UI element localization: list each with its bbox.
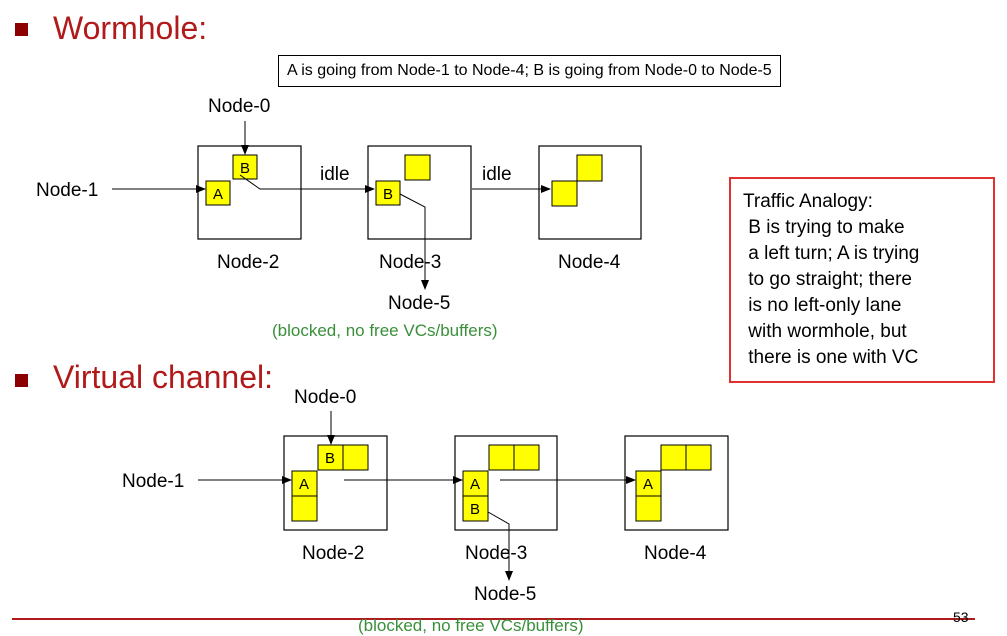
analogy-line-4: to go straight; there: [743, 269, 912, 290]
vc-node5-label: Node-5: [474, 584, 536, 605]
vc-flit-a-node4-label: A: [643, 476, 653, 493]
vc-node1-label: Node-1: [122, 471, 184, 492]
vc-node4-buffer-b2: [685, 444, 712, 471]
wh-node1-label: Node-1: [36, 180, 98, 201]
vc-node3-buffer-b2: [513, 444, 540, 471]
vc-flit-b-node2-label: B: [325, 450, 335, 467]
wh-node4-box: [538, 145, 642, 240]
wh-blocked-label: (blocked, no free VCs/buffers): [272, 321, 498, 340]
vc-blocked-label: (blocked, no free VCs/buffers): [358, 616, 584, 635]
wh-node3-buffer-1: [375, 180, 401, 206]
analogy-line-1: Traffic Analogy:: [743, 191, 873, 212]
vc-node4-buffer-a2: [635, 495, 662, 522]
wh-node0-label: Node-0: [208, 96, 270, 117]
vc-node4-box: [624, 435, 729, 531]
vc-node2-buffer-a2: [291, 495, 318, 522]
analogy-line-5: is no left-only lane: [743, 295, 902, 316]
vc-node4-buffer-b1: [660, 444, 687, 471]
wh-idle2-label: idle: [482, 164, 512, 185]
wh-node4-label: Node-4: [558, 252, 621, 273]
page-number: 53: [953, 609, 969, 625]
wh-flit-b-label: B: [240, 160, 250, 177]
wh-node4-buffer-1: [551, 180, 578, 207]
traffic-analogy-box: Traffic Analogy: B is trying to make a l…: [729, 177, 995, 383]
vc-node2-buffer-b2: [342, 444, 369, 471]
wh-idle1-label: idle: [320, 164, 350, 185]
vc-node2-label: Node-2: [302, 543, 364, 564]
wh-flit-b-node2: [232, 154, 258, 180]
wh-node2-label: Node-2: [217, 252, 279, 273]
wormhole-heading: Wormhole:: [53, 10, 208, 46]
vc-node3-buffer-a2: [462, 495, 489, 522]
wormhole-bullet: [15, 23, 28, 36]
wh-node4-buffer-2: [576, 154, 603, 182]
wh-node3-to-node5-arrow: [399, 193, 429, 290]
analogy-line-3: a left turn; A is trying: [743, 243, 920, 264]
vc-node4-label: Node-4: [644, 543, 707, 564]
vc-node3-label: Node-3: [465, 543, 527, 564]
vc-bullet: [15, 374, 28, 387]
analogy-line-2: B is trying to make: [743, 217, 905, 238]
wh-flit-a: [205, 180, 231, 206]
wormhole-caption: A is going from Node-1 to Node-4; B is g…: [278, 55, 781, 87]
vc-flit-a-node2-label: A: [299, 476, 309, 493]
wh-node5-label: Node-5: [388, 293, 450, 314]
vc-flit-b-node3-label: B: [470, 501, 480, 518]
wh-flit-a-label: A: [213, 186, 223, 203]
wh-flit-b-node3-label: B: [383, 186, 393, 203]
wh-node2-to-node3-arrow: [239, 174, 375, 193]
vc-heading: Virtual channel:: [53, 359, 273, 395]
vc-node3-to-node5-arrow: [487, 511, 513, 581]
wh-node3-buffer-2: [404, 154, 431, 181]
analogy-line-7: there is one with VC: [743, 347, 919, 368]
vc-flit-a-node3-label: A: [470, 476, 480, 493]
vc-node3-buffer-b1: [488, 444, 515, 471]
wh-node3-label: Node-3: [379, 252, 441, 273]
vc-node0-label: Node-0: [294, 387, 356, 408]
analogy-line-6: with wormhole, but: [743, 321, 907, 342]
vc-node4-buffer-a1: [635, 470, 662, 497]
